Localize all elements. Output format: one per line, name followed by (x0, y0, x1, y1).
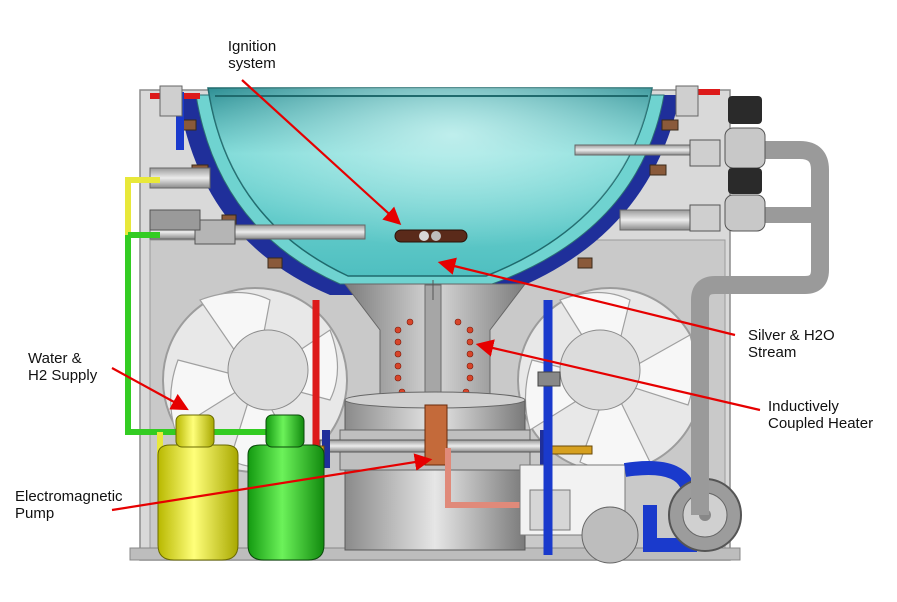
water-tank (157, 414, 239, 561)
left-feed-pipes (149, 167, 366, 245)
label-water-h2-supply: Water & H2 Supply (28, 350, 98, 384)
hydrogen-tank (247, 414, 325, 561)
valve-lower (724, 168, 766, 232)
side-lines (312, 300, 561, 555)
arrow-inductive-heater (475, 339, 761, 412)
valve-upper (724, 96, 766, 169)
arrow-silver-stream (437, 257, 736, 337)
arrow-em-pump (111, 453, 433, 512)
callout-arrows (111, 79, 761, 512)
right-piping (574, 139, 829, 515)
ignition-electrode (394, 229, 468, 243)
copper-pipe (445, 448, 520, 508)
label-silver-h2o-stream: Silver & H2O Stream (748, 327, 835, 361)
label-ignition-system: Ignition system (227, 38, 277, 72)
label-inductively-coupled-heater: Inductively Coupled Heater (768, 398, 874, 432)
arrow-ignition (241, 79, 402, 225)
top-piping (150, 85, 720, 150)
arrow-water-supply (111, 367, 189, 411)
label-electromagnetic-pump: Electromagnetic Pump (15, 488, 123, 522)
lower-reservoir (319, 391, 551, 551)
